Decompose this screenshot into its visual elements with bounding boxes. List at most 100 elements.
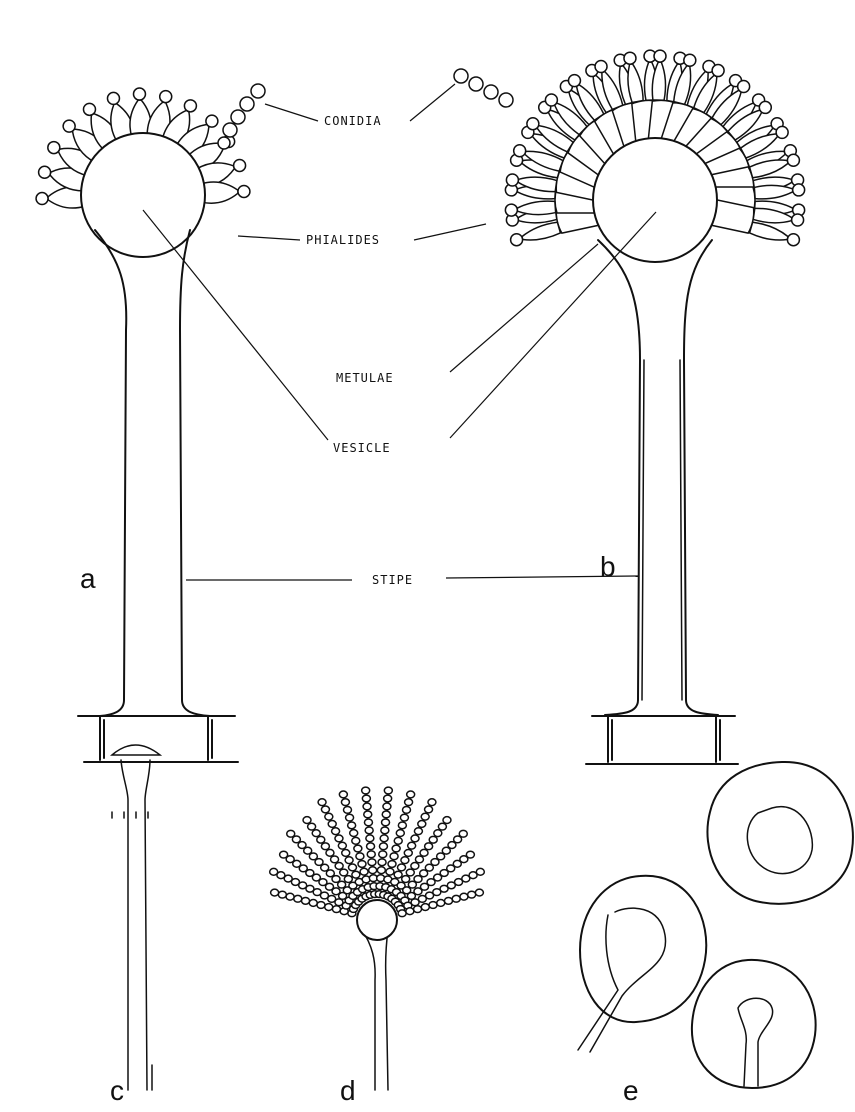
conidium: [363, 803, 371, 810]
conidium: [684, 54, 696, 66]
conidium: [398, 864, 406, 871]
conidium: [326, 849, 334, 856]
conidial-column-c: [112, 812, 148, 818]
conidium: [335, 835, 343, 842]
conidium: [404, 850, 412, 857]
conidium: [286, 893, 294, 900]
conidium: [335, 863, 343, 870]
phialide: [201, 182, 238, 203]
conidium: [308, 823, 316, 830]
foot-cell-b: [586, 716, 738, 764]
stipe-b: [598, 240, 718, 715]
conidium: [344, 876, 352, 883]
conidial-chains-d: [270, 787, 485, 917]
label-metulae: METULAE: [336, 371, 394, 385]
conidium: [352, 837, 360, 844]
conidium: [383, 803, 391, 810]
conidium: [350, 830, 358, 837]
conidium: [406, 869, 414, 876]
conidium: [234, 159, 246, 171]
conidia-sections-e: [578, 762, 853, 1088]
conidium: [133, 88, 145, 100]
conidium: [83, 103, 95, 115]
conidium: [365, 827, 373, 834]
conidium: [352, 871, 360, 878]
conidium: [184, 100, 196, 112]
conidium: [341, 799, 349, 806]
conidium: [405, 799, 413, 806]
conidium: [505, 204, 517, 216]
phialide: [522, 222, 560, 240]
conidium: [418, 821, 426, 828]
conidium: [287, 830, 295, 837]
conidium: [759, 101, 771, 113]
conidium: [367, 843, 375, 850]
conidia-chain-a: [218, 84, 265, 149]
phialide: [750, 222, 788, 240]
conidium: [384, 795, 392, 802]
conidium: [527, 118, 539, 130]
conidium: [506, 174, 518, 186]
conidium: [402, 876, 410, 883]
conidium: [415, 856, 423, 863]
conidium: [318, 799, 326, 806]
conidium: [396, 830, 404, 837]
conidium: [787, 154, 799, 166]
conidium: [382, 819, 390, 826]
conidium: [434, 830, 442, 837]
conidium-e-left: [580, 876, 706, 1022]
panel-label-c: c: [110, 1075, 124, 1106]
conidium: [411, 863, 419, 870]
conidium: [345, 857, 353, 864]
conidium: [394, 871, 402, 878]
conidium: [270, 868, 278, 875]
panel-label-e: e: [623, 1075, 639, 1106]
panel-label-a: a: [80, 563, 96, 594]
conidium: [339, 791, 347, 798]
conidium: [354, 845, 362, 852]
conidium: [793, 184, 805, 196]
conidium: [294, 895, 302, 902]
panel-label-b: b: [600, 551, 616, 582]
conidium: [511, 234, 523, 246]
conidium: [377, 867, 385, 874]
conidia-chain-b: [454, 69, 513, 107]
conidium: [280, 851, 288, 858]
conidium: [468, 891, 476, 898]
conidium: [414, 906, 422, 913]
conidium: [332, 828, 340, 835]
conidium: [624, 52, 636, 64]
conidium: [595, 60, 607, 72]
label-stipe: STIPE: [372, 573, 413, 587]
conidium: [312, 830, 320, 837]
conidium: [398, 822, 406, 829]
conidium: [568, 75, 580, 87]
conidium: [331, 856, 339, 863]
conidium: [476, 868, 484, 875]
conidium: [394, 837, 402, 844]
conidium: [338, 842, 346, 849]
conidium: [340, 869, 348, 876]
conidium: [362, 787, 370, 794]
conidium: [401, 857, 409, 864]
conidium: [380, 835, 388, 842]
conidium: [414, 828, 422, 835]
conidium: [386, 868, 394, 875]
conidium: [390, 853, 398, 860]
conidium: [408, 842, 416, 849]
vesicle-b: [593, 138, 717, 262]
conidium: [382, 811, 390, 818]
conidium: [346, 814, 354, 821]
conidium: [343, 806, 351, 813]
conidium: [792, 214, 804, 226]
conidiophore-b: [454, 50, 805, 764]
conidium: [303, 817, 311, 824]
conidium: [712, 65, 724, 77]
conidium: [443, 817, 451, 824]
conidium: [425, 806, 433, 813]
conidium: [400, 814, 408, 821]
conidium: [325, 904, 333, 911]
conidium: [452, 895, 460, 902]
conidium: [425, 843, 433, 850]
